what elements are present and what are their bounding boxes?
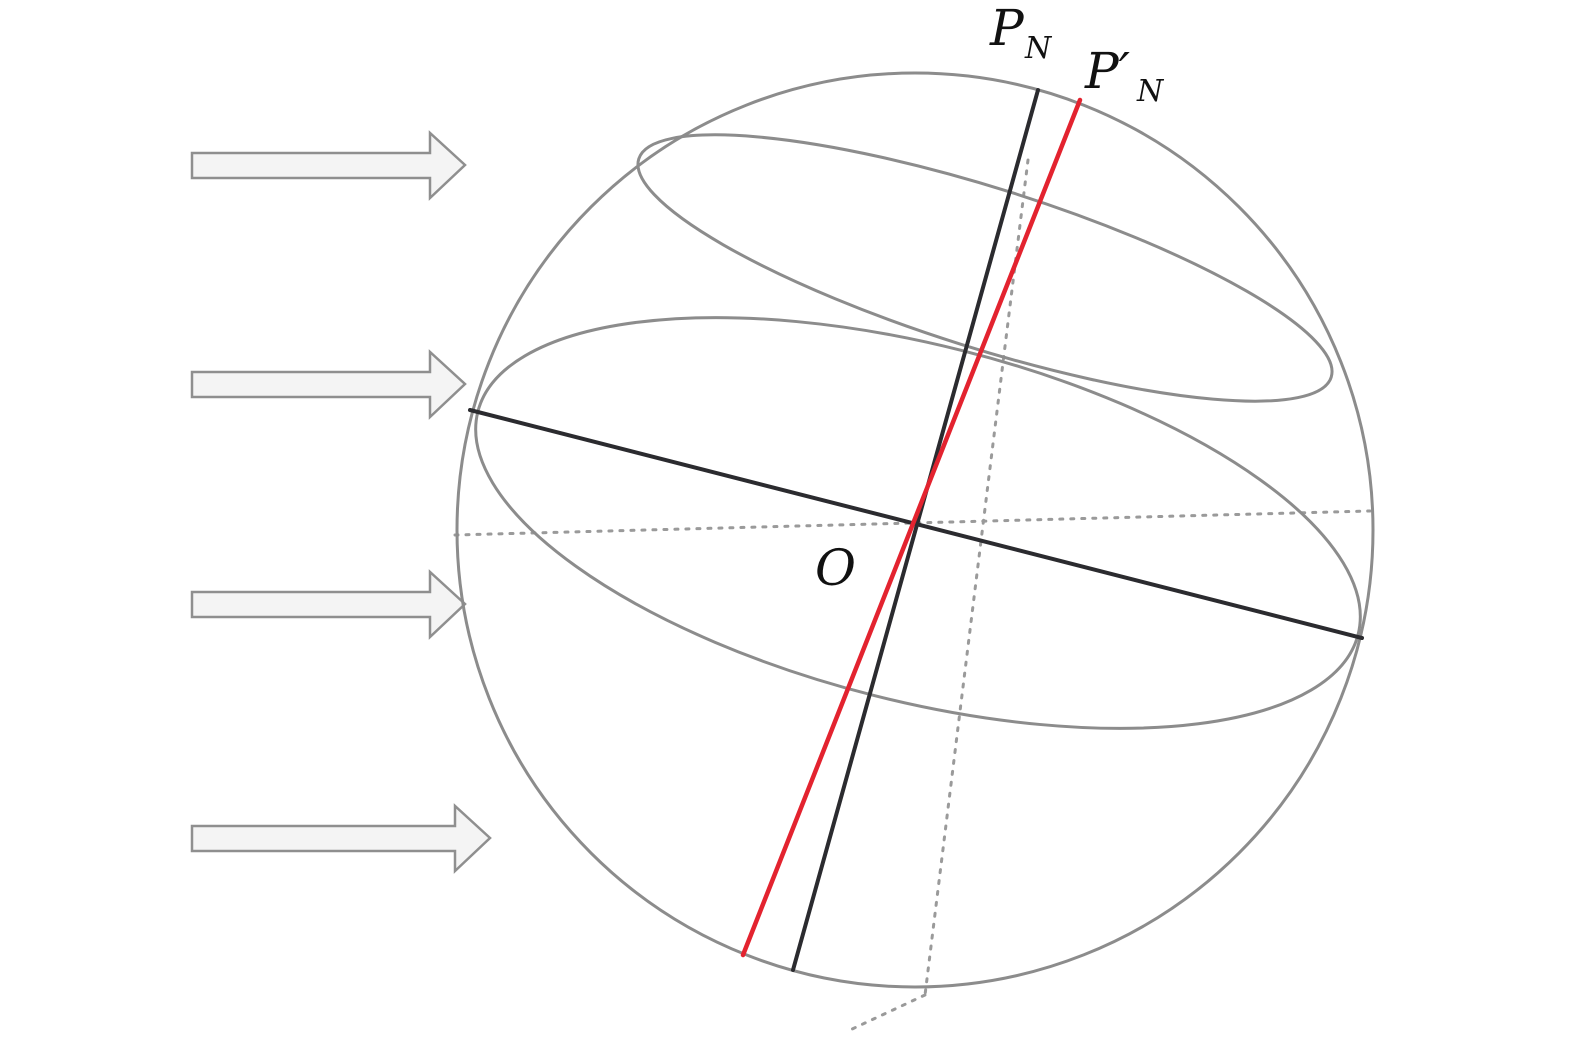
dotted-axes xyxy=(453,158,1372,1032)
incoming-arrows xyxy=(190,130,492,874)
latitude-circles xyxy=(474,133,1362,730)
upper-latitude-circle xyxy=(636,133,1334,403)
label-pole-shifted: P′ N xyxy=(1084,42,1165,109)
label-pole-shifted-sub: N xyxy=(1136,74,1165,109)
horizontal-dotted-axis xyxy=(453,509,1372,537)
rotation-axis xyxy=(791,88,1040,972)
arrow-icon xyxy=(190,130,467,201)
dotted-axis-tail xyxy=(848,993,927,1032)
sphere-outline xyxy=(455,71,1375,989)
label-origin: O xyxy=(815,539,856,597)
label-pole-sub: N xyxy=(1024,31,1053,66)
label-pole: P N xyxy=(989,0,1053,66)
vertical-dotted-axis xyxy=(923,158,1030,997)
arrow-icon xyxy=(190,569,467,640)
arrow-icon xyxy=(190,803,492,874)
shifted-rotation-axis xyxy=(740,97,1083,958)
label-pole-shifted-main: P′ xyxy=(1084,42,1131,100)
arrow-icon xyxy=(190,349,467,420)
label-pole-main: P xyxy=(989,0,1025,57)
